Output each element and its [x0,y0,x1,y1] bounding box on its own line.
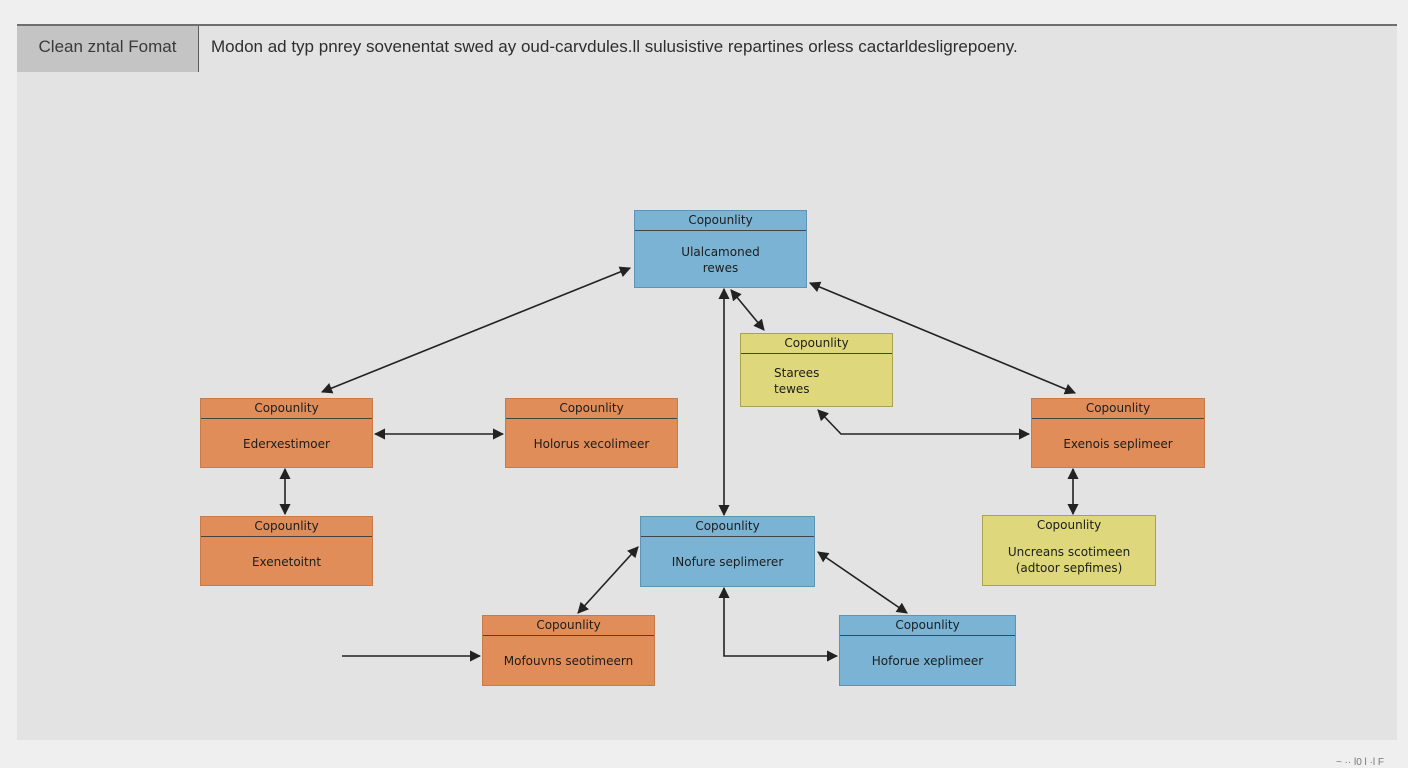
node-body: Mofouvns seotimeern [503,654,634,668]
edge-center-bottom-right [817,551,908,614]
node-left-1[interactable]: Copounlity Ederxestimoer [200,398,373,468]
diagram-canvas: Clean zntal Fomat Modon ad typ pnrey sov… [17,24,1397,740]
edge-center-bottom-left [577,546,639,614]
node-body: Exenois seplimeer [1063,436,1173,451]
node-body: Holorus xecolimeer [533,436,650,451]
node-body: INofure seplimerer [671,555,784,569]
format-label: Clean zntal Fomat [17,26,199,72]
node-body: Exenetoitnt [251,554,322,569]
node-title: Copounlity [201,517,372,537]
node-body: Uncreans scotimeen (adtoor sepfimes) [1007,545,1131,575]
node-title: Copounlity [483,616,654,636]
node-bottom-left[interactable]: Copounlity Mofouvns seotimeern [482,615,655,686]
edge-top-right-1 [808,281,1077,395]
node-mid-yellow[interactable]: Copounlity Starees tewes [740,333,893,407]
edge-mid-yellow-right-1 [817,409,1031,440]
node-right-1[interactable]: Copounlity Exenois seplimeer [1031,398,1205,468]
header-description: Modon ad typ pnrey sovenentat swed ay ou… [211,37,1018,56]
node-title: Copounlity [1036,518,1102,532]
node-title: Copounlity [741,334,892,354]
node-top[interactable]: Copounlity Ulalcamoned rewes [634,210,807,288]
node-body: Hoforue xeplimeer [871,654,984,668]
node-body: Starees tewes [774,365,820,396]
node-title: Copounlity [201,399,372,419]
node-title: Copounlity [506,399,677,419]
footer-watermark: ~ ·· l0 l ·l F [1335,757,1384,768]
node-left-2[interactable]: Copounlity Holorus xecolimeer [505,398,678,468]
node-bottom-right[interactable]: Copounlity Hoforue xeplimeer [839,615,1016,686]
node-title: Copounlity [635,211,806,231]
node-left-3[interactable]: Copounlity Exenetoitnt [200,516,373,586]
node-title: Copounlity [840,616,1015,636]
node-title: Copounlity [641,517,814,537]
edge-top-mid-yellow [730,289,765,331]
edge-top-left-1 [320,266,632,394]
node-body: Ulalcamoned rewes [681,244,760,275]
edge-center-bottom-right-elbow [718,586,839,662]
node-right-2[interactable]: Copounlity Uncreans scotimeen (adtoor se… [982,515,1156,586]
node-center[interactable]: Copounlity INofure seplimerer [640,516,815,587]
node-body: Ederxestimoer [243,436,330,451]
node-title: Copounlity [1032,399,1204,419]
